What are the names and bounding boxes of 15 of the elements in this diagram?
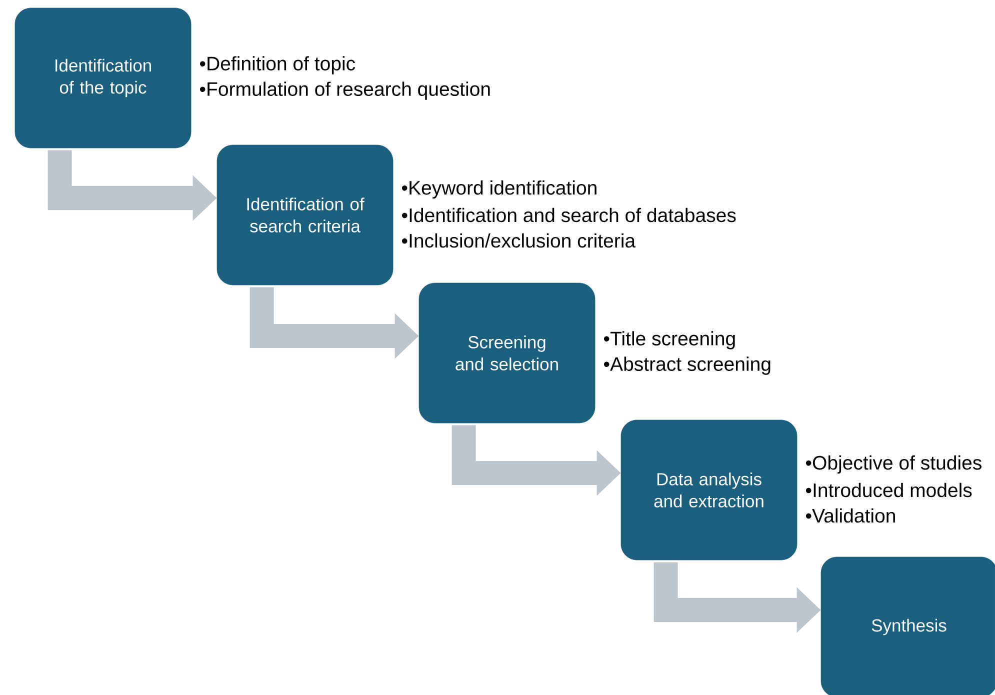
bullet-item: •Abstract screening [604, 356, 770, 375]
bullet-item: •Keyword identification [402, 180, 596, 199]
process-box: Screening and selection [418, 282, 596, 424]
bullet-item: •Identification and search of databases [402, 208, 736, 222]
bullet-item: •Title screening [604, 331, 735, 350]
process-box: Identification of the topic [14, 8, 192, 148]
process-box: Data analysis and extraction [620, 420, 798, 560]
bullet-item: •Objective of studies [806, 455, 982, 474]
bullet-item: •Definition of topic [200, 56, 356, 74]
process-box: Synthesis [820, 556, 995, 695]
process-box: Identification of search criteria [216, 144, 394, 286]
bullet-item: •Inclusion/exclusion criteria [402, 233, 636, 248]
bullet-item: •Formulation of research question [200, 82, 490, 100]
bullet-item: •Introduced models [806, 482, 972, 498]
bullet-item: •Validation [806, 508, 895, 523]
